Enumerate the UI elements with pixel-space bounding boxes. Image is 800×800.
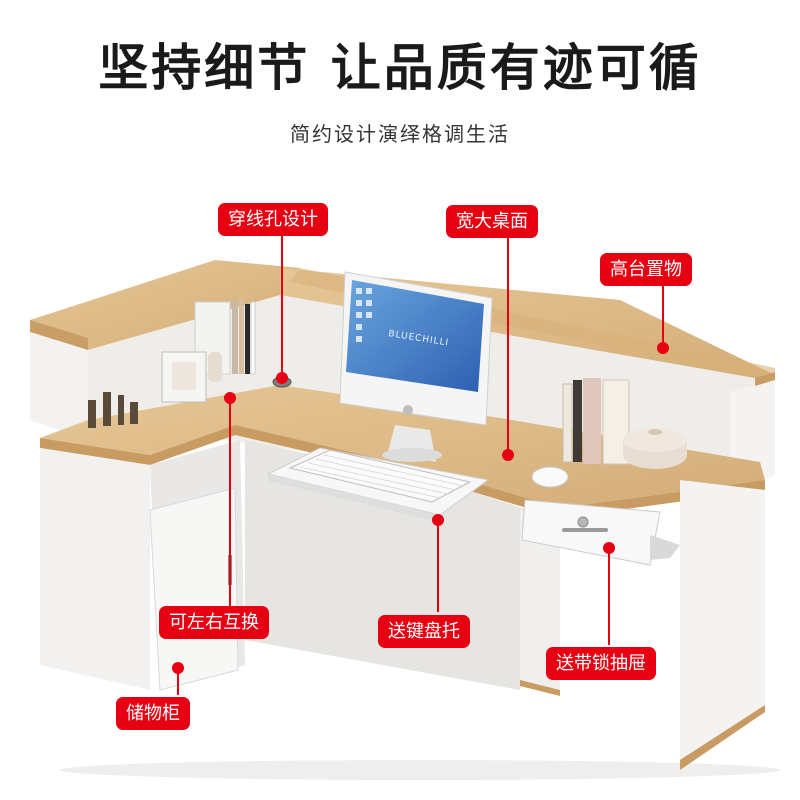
callout-reversible-door: 可左右互换	[159, 606, 269, 639]
mouse	[531, 466, 569, 488]
vase	[208, 352, 222, 382]
monitor: BLUECHILLI	[339, 271, 493, 462]
high-shelf-dot	[657, 342, 669, 354]
right-leg-panel	[520, 510, 560, 690]
subheadline: 简约设计演绎格调生活	[290, 122, 510, 146]
callout-cable-hole: 穿线孔设计	[218, 203, 328, 236]
picture-frame	[161, 351, 207, 403]
left-hutch-top	[30, 260, 300, 350]
left-hutch-front	[30, 332, 88, 440]
apple-logo-icon	[403, 405, 413, 415]
lock-icon	[577, 516, 589, 528]
reversible-door-dot	[224, 392, 236, 404]
storage-cabinet-dot	[172, 662, 184, 674]
monitor-screen	[346, 280, 484, 392]
lock-drawer	[521, 499, 661, 566]
callout-leaders	[172, 234, 669, 695]
cable-hole-dot	[276, 372, 288, 384]
callout-storage-cabinet: 储物柜	[116, 697, 190, 730]
headline: 坚持细节 让品质有迹可循	[98, 39, 702, 97]
callout-high-shelf: 高台置物	[600, 253, 692, 286]
callout-wide-desktop: 宽大桌面	[446, 205, 538, 238]
storage-jar	[623, 428, 687, 469]
callout-keyboard-tray: 送键盘托	[378, 615, 470, 648]
books-left	[194, 298, 256, 375]
left-cabinet	[40, 448, 150, 690]
desktop-dot	[502, 449, 514, 461]
keyboard-tray-dot	[432, 514, 444, 526]
callout-lock-drawer: 送带锁抽屉	[546, 647, 656, 680]
storage-cabinet-door	[149, 487, 239, 691]
lock-drawer-dot	[603, 542, 615, 554]
deer-figurines	[88, 392, 138, 428]
